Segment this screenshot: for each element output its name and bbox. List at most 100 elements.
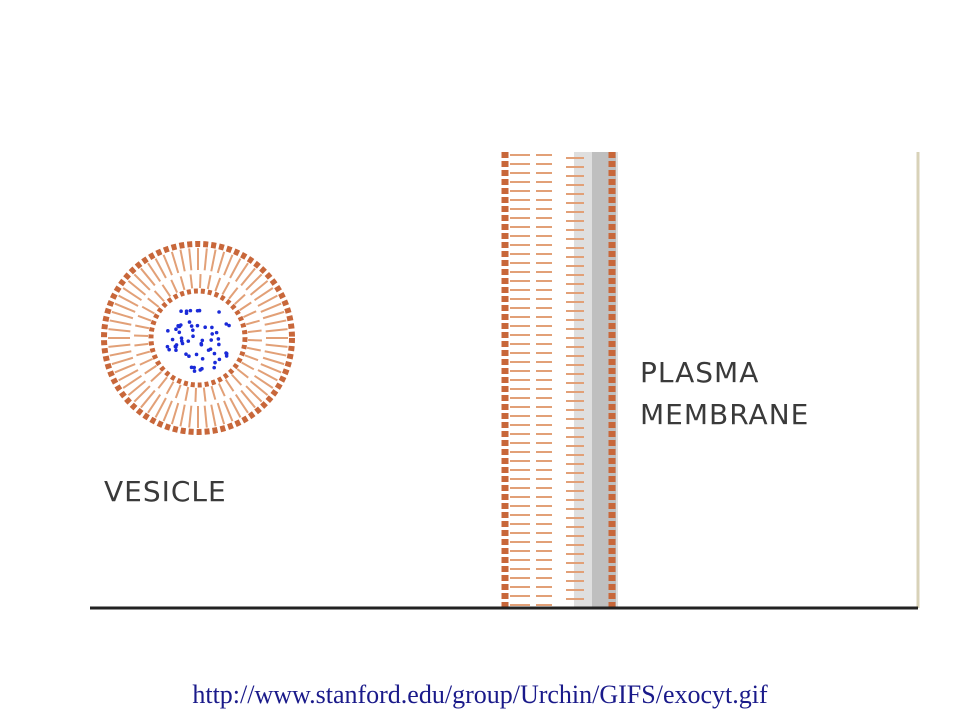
vesicle-inner-tail (236, 368, 249, 379)
vesicle-outer-tail (140, 389, 156, 409)
vesicle-inner-tail (184, 386, 190, 401)
cargo-dot (176, 324, 180, 328)
vesicle-outer-tail (210, 249, 217, 272)
vesicle-outer-tail (265, 328, 288, 333)
vesicle-inner-tail (134, 334, 149, 337)
cargo-dot (200, 366, 204, 371)
vesicle-inner-tail (139, 357, 153, 366)
vesicle-inner-tail (141, 305, 155, 315)
vesicle-inner-tail (247, 329, 262, 334)
vesicle-outer-tail (260, 302, 282, 313)
cargo-dot (174, 327, 178, 332)
vesicle-outer-tail (262, 356, 285, 366)
cargo-dot (166, 329, 170, 333)
vesicle-outer-tail (127, 280, 147, 296)
vesicle-outer-tail (257, 369, 278, 382)
vesicle-inner-tail (202, 387, 207, 402)
plasma-membrane-label-line2: MEMBRANE (640, 398, 809, 431)
vesicle-inner-tail (161, 284, 172, 297)
vesicle-outer-tail (114, 363, 136, 374)
cargo-dot (217, 357, 222, 362)
vesicle-outer-tail (260, 363, 282, 374)
vesicle-outer-tail (249, 280, 269, 296)
vesicle-outer-tail (140, 267, 156, 287)
cargo-dot (189, 365, 194, 370)
vesicle-outer-tail (170, 251, 180, 274)
cargo-dot (187, 320, 192, 324)
vesicle-outer-tail (111, 310, 134, 320)
vesicle-inner-tail (170, 279, 179, 293)
cargo-dot (184, 352, 188, 356)
vesicle-outer-tail (245, 273, 263, 291)
vesicle-inner-tail (245, 319, 260, 326)
vesicle-inner-tail (134, 342, 149, 347)
vesicle-inner-tail (217, 383, 226, 397)
vesicle-outer-tail (179, 249, 186, 272)
cargo-dot (227, 323, 231, 328)
cargo-dot (195, 323, 200, 328)
cargo-dot (177, 330, 182, 335)
vesicle-inner-tail (150, 371, 162, 383)
cargo-dot (179, 309, 183, 313)
vesicle-outer-tail (234, 393, 249, 414)
vesicle-outer-tail (245, 385, 263, 403)
vesicle-outer-tail (240, 389, 256, 409)
cargo-dot (212, 351, 217, 356)
vesicle-inner-tail (136, 350, 151, 357)
vesicle-inner-tail (224, 379, 235, 392)
vesicle-inner-tail (247, 339, 262, 342)
cargo-dot (179, 336, 184, 340)
vesicle-inner-tail (174, 384, 182, 399)
vesicle-outer-tail (109, 350, 132, 357)
cargo-dot (213, 360, 217, 365)
vesicle-outer-tail (118, 369, 139, 382)
cargo-dot (191, 328, 195, 332)
cargo-dot (179, 339, 184, 343)
cargo-dot (199, 341, 204, 346)
cargo-dot (209, 338, 214, 342)
vesicle-outer-tail (127, 380, 147, 396)
cargo-dot (216, 337, 221, 341)
cargo-dot (174, 348, 178, 353)
vesicle-outer-tail (118, 294, 139, 307)
vesicle-outer-tail (188, 405, 193, 428)
vesicle-outer-tail (229, 258, 242, 279)
vesicle-outer-tail (109, 319, 132, 326)
cargo-dot (188, 308, 193, 313)
vesicle-outer-tail (179, 404, 186, 427)
plasma-membrane-label-line1: PLASMA (640, 356, 759, 389)
vesicle-outer-tail (253, 374, 274, 389)
vesicle-outer-tail (154, 258, 167, 279)
vesicle-inner-tail (210, 385, 217, 400)
vesicle-inner-tail (221, 281, 231, 295)
vesicle-outer-tail (262, 310, 285, 320)
source-url-caption: http://www.stanford.edu/group/Urchin/GIF… (192, 680, 768, 709)
vesicle-inner-tail (137, 314, 152, 322)
vesicle-outer-tail (240, 267, 256, 287)
vesicle-label: VESICLE (104, 475, 227, 508)
vesicle-outer-tail (122, 374, 143, 389)
vesicle-outer-tail (162, 254, 173, 276)
vesicle-outer-tail (162, 400, 173, 422)
vesicle-outer-tail (253, 287, 274, 302)
cargo-dot (187, 354, 191, 358)
vesicle-cargo (165, 308, 231, 373)
vesicle-inner-tail (206, 275, 212, 290)
vesicle-inner-tail (228, 287, 239, 300)
vesicle-outer-tail (210, 404, 217, 427)
vesicle-outer-tail (234, 262, 249, 283)
vesicle-outer-tail (108, 343, 131, 348)
cargo-dot (167, 347, 171, 352)
vesicle-inner-tail (246, 346, 261, 352)
vesicle-inner-tail (231, 374, 243, 386)
vesicle-outer-tail (170, 402, 180, 425)
vesicle-inner-tail (194, 387, 197, 402)
vesicle-inner-tail (144, 364, 157, 375)
vesicle-outer-tail (223, 254, 234, 276)
vesicle-outer-tail (257, 294, 278, 307)
cargo-dot (189, 324, 194, 328)
vesicle-inner-tail (199, 274, 202, 289)
cargo-dot (170, 337, 175, 342)
cargo-dot (210, 325, 214, 330)
vesicle-outer-tail (147, 262, 162, 283)
